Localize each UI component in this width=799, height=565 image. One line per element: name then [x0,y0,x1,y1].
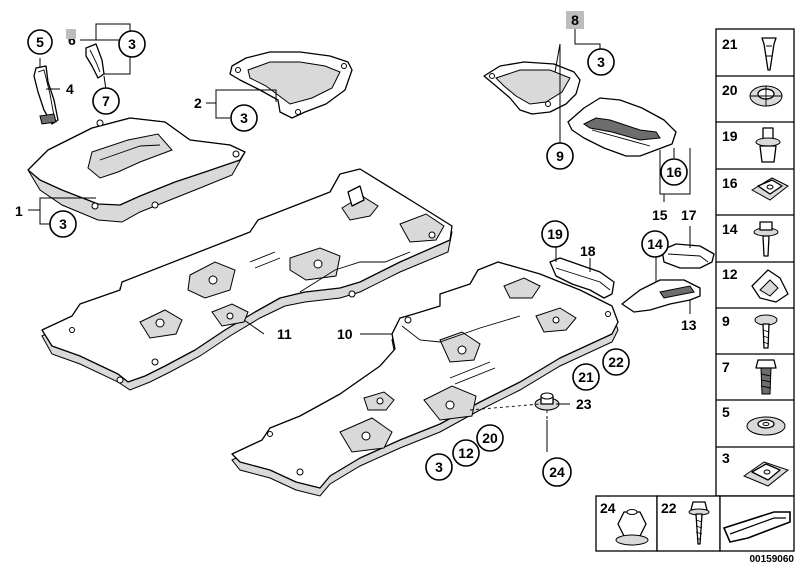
callout-bubble-19: 19 [541,220,569,248]
part-15-side-panel [567,97,677,157]
callout-6-highlight [66,29,76,39]
part-2-heat-shield [229,51,353,119]
washer-icon [746,416,786,436]
callout-bubble-label-7: 7 [102,93,110,109]
part-4-bracket [33,65,59,125]
callout-bubble-3-a: 3 [118,30,146,58]
legend-number-22: 22 [661,500,677,516]
legend-number-16: 16 [722,175,738,191]
hex-bolt-icon [755,359,777,395]
callout-label-17: 17 [681,207,697,223]
callout-label-6: 6 [68,32,76,48]
part-17-bracket [661,243,715,269]
callout-bubble-label-9: 9 [556,148,564,164]
part-10-underbody-panel [231,261,619,497]
part-1-front-guard [27,117,246,223]
callout-bubble-label-22: 22 [608,354,624,370]
callout-labels: 1 2 4 6 10 11 13 15 17 18 23 [15,32,697,412]
part-6-bracket [85,43,105,79]
callout-bubble-label-12: 12 [458,445,474,461]
legend-number-12: 12 [722,266,738,282]
legend-number-20: 20 [722,82,738,98]
hex-nut-icon [615,509,649,546]
part-23-nut [534,392,560,411]
callout-bubble-22: 22 [602,348,630,376]
callout-bubble-label-20: 20 [482,430,498,446]
part-13-bracket [621,279,701,313]
expanding-rivet-icon [749,85,783,107]
callout-bubble-label-14: 14 [647,236,663,252]
part-9-rear-shield [483,61,581,115]
callout-bubble-label-21: 21 [578,369,594,385]
callout-bubble-14: 14 [641,230,669,258]
callout-label-11: 11 [277,326,292,342]
plastic-nut-icon [755,127,781,163]
callout-bubble-label-19: 19 [547,226,563,242]
callout-bubble-16: 16 [660,158,688,186]
tapping-screw-icon [688,501,710,545]
callout-bubble-label-24: 24 [549,464,565,480]
callout-bubble-5: 5 [27,29,53,55]
callout-bubble-7: 7 [92,87,120,115]
callout-label-10: 10 [337,326,353,342]
callout-bubble-label-3-a: 3 [128,36,136,52]
part-11-underbody-panel [41,168,453,391]
legend-number-21: 21 [722,36,738,52]
callout-bubble-12: 12 [452,439,480,467]
callout-bubble-label-3-b: 3 [240,110,248,126]
callout-label-4: 4 [66,81,74,97]
clip-nut-icon [751,177,789,201]
legend-number-5: 5 [722,404,730,420]
callout-bubble-label-3-c: 3 [59,216,67,232]
callout-bubble-label-16: 16 [666,164,682,180]
callout-bubble-24: 24 [542,457,572,487]
callout-box-8: 8 [566,11,584,29]
callout-label-13: 13 [681,317,697,333]
callout-bubble-3-b: 3 [230,104,258,132]
part-18-bracket [549,257,615,299]
fastener-legend: 21 20 19 16 14 [595,28,795,565]
legend-number-24: 24 [600,500,616,516]
callout-bubble-9: 9 [546,142,574,170]
legend-number-7: 7 [722,359,730,375]
push-rivet-icon [761,37,777,71]
callout-label-15: 15 [652,207,668,223]
wedge-symbol-icon [722,511,791,543]
callout-bubble-20: 20 [476,424,504,452]
callout-label-2: 2 [194,95,202,111]
callout-bubble-3-e: 3 [425,453,453,481]
speed-nut-icon [742,461,790,487]
callout-bubbles: 5 3 7 3 3 8 3 9 [27,11,688,487]
spring-clip-icon [751,269,789,303]
callout-bubble-label-5: 5 [36,34,44,50]
reference-code: 00159060 [750,554,795,565]
callout-bubble-3-d: 3 [587,48,615,76]
callout-box-label-8: 8 [571,12,579,28]
legend-number-14: 14 [722,221,738,237]
legend-number-3: 3 [722,450,730,466]
legend-number-19: 19 [722,128,738,144]
legend-number-9: 9 [722,313,730,329]
flange-screw-icon [753,221,779,257]
screw-icon [754,314,778,349]
callout-label-23: 23 [576,396,592,412]
callout-bubble-label-3-e: 3 [435,459,443,475]
callout-label-18: 18 [580,243,596,259]
callout-bubble-21: 21 [572,363,600,391]
callout-bubble-3-c: 3 [49,210,77,238]
callout-label-1: 1 [15,203,23,219]
callout-bubble-label-3-d: 3 [597,54,605,70]
